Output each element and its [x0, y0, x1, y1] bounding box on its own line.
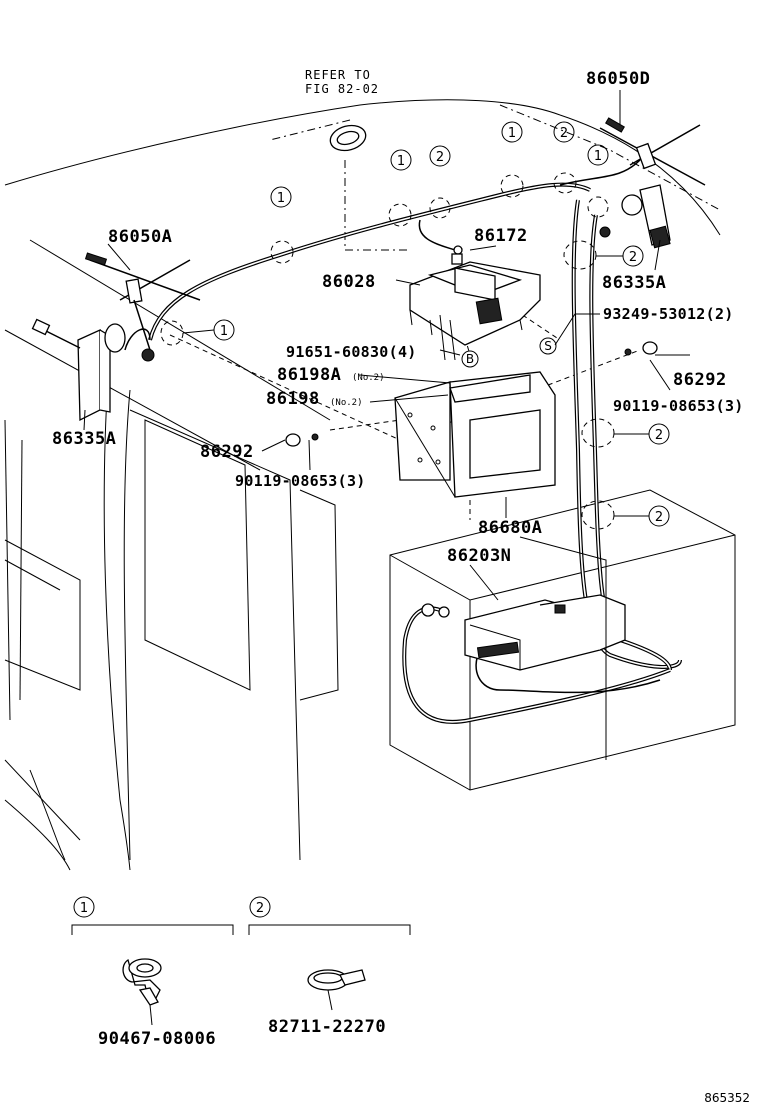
- callout-2-a: 2: [436, 150, 444, 165]
- callout-2-e: 2: [655, 510, 663, 525]
- label-86050A: 86050A: [108, 227, 172, 247]
- amplifier-86335A-right: [599, 184, 671, 249]
- callout-b-text: B: [466, 352, 474, 366]
- clamp-markers: [160, 172, 615, 530]
- legend: 1 2 90467-08006 82711-22270: [71, 896, 411, 1049]
- clip-90467-icon: [122, 958, 162, 1026]
- label-90119-right: 90119-08653(3): [613, 397, 744, 415]
- monitor-86680A: [394, 371, 556, 498]
- callout-1-a: 1: [277, 191, 285, 206]
- amplifier-86335A-left: [31, 318, 155, 422]
- vehicle-body-outline: [4, 99, 721, 871]
- callout-2-c: 2: [629, 250, 637, 265]
- label-86198A: 86198A: [277, 365, 341, 385]
- antenna-86050D: [599, 117, 706, 186]
- label-86203N: 86203N: [447, 546, 511, 566]
- label-86335A-left: 86335A: [52, 429, 116, 449]
- tuner-86203N: [421, 594, 626, 671]
- label-leaders: [83, 90, 690, 760]
- label-86292-left: 86292: [200, 442, 254, 462]
- legend-key-2: 2: [256, 901, 264, 916]
- grommet-86292-left: [285, 433, 319, 447]
- callout-1-b: 1: [397, 154, 405, 169]
- callout-s-text: S: [544, 339, 552, 353]
- callout-1-d: 1: [594, 149, 602, 164]
- legend-key-1: 1: [80, 901, 88, 916]
- antenna-cable: [124, 159, 682, 724]
- label-90119-left: 90119-08653(3): [235, 472, 366, 490]
- label-86335A-right: 86335A: [602, 273, 666, 293]
- grommet-top: [329, 124, 367, 152]
- label-86050D: 86050D: [586, 69, 650, 89]
- grommet-86292-right: [624, 341, 658, 356]
- callout-s: S: [539, 337, 557, 355]
- label-93249-53012: 93249-53012(2): [603, 305, 734, 323]
- bracket-86028: [409, 261, 541, 361]
- figure-id: 865352: [704, 1091, 750, 1105]
- callout-b: B: [461, 350, 479, 368]
- antenna-86050A: [84, 252, 201, 351]
- callout-1-e: 1: [220, 324, 228, 339]
- callout-1-c: 1: [508, 126, 516, 141]
- callout-two-circles: 2 2 2 2 2: [429, 121, 670, 527]
- callout-2-b: 2: [560, 126, 568, 141]
- part-labels: REFER TO FIG 82-02 86050D 86050A 86172 8…: [52, 68, 744, 566]
- label-86680A: 86680A: [478, 518, 542, 538]
- label-90467-08006: 90467-08006: [98, 1029, 216, 1049]
- band-82711-icon: [307, 969, 366, 1011]
- refer-to-line1: REFER TO: [305, 68, 371, 82]
- callout-one-circles: 1 1 1 1 1: [182, 121, 609, 341]
- refer-to-line2: FIG 82-02: [305, 82, 379, 96]
- label-91651-60830: 91651-60830(4): [286, 343, 417, 361]
- callout-2-d: 2: [655, 428, 663, 443]
- label-86172: 86172: [474, 226, 528, 246]
- label-86198-note: (No.2): [330, 398, 363, 408]
- label-86028: 86028: [322, 272, 376, 292]
- label-82711-22270: 82711-22270: [268, 1017, 386, 1037]
- label-86292-right: 86292: [673, 370, 727, 390]
- connector-86172: [451, 245, 463, 265]
- label-86198A-note: (No.2): [352, 373, 385, 383]
- label-86198: 86198: [266, 389, 320, 409]
